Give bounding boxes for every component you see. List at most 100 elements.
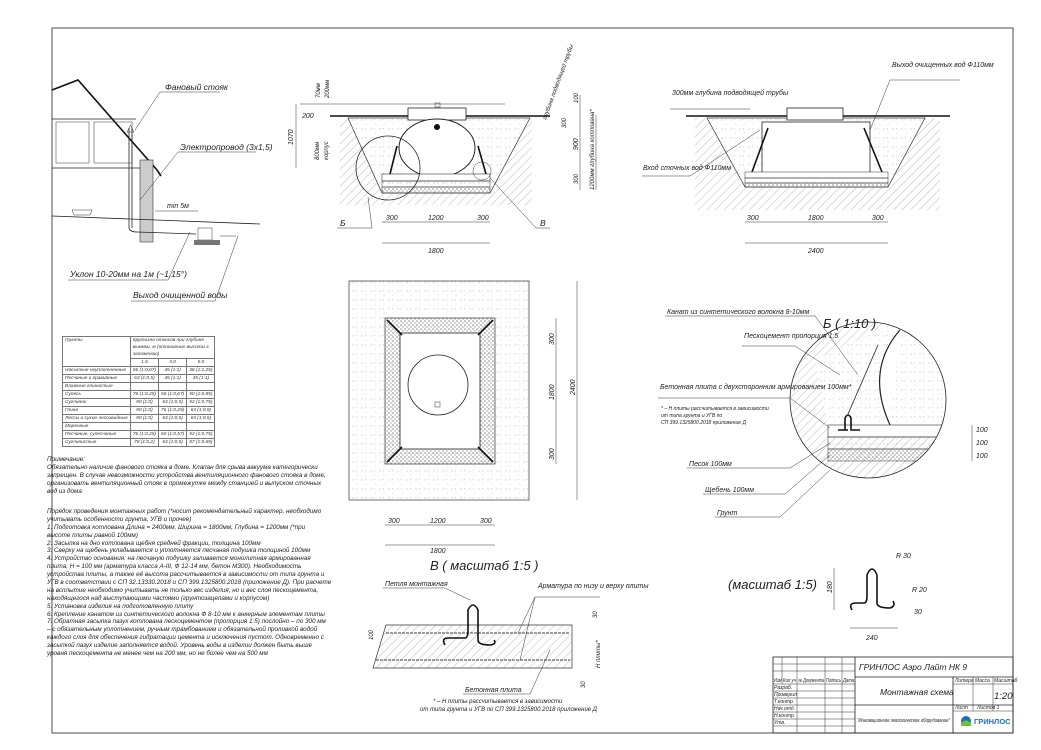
col-date: Дата [842,678,854,684]
role: Нач.отд. [774,706,795,712]
vent-stack-label: Фановый стояк [165,82,229,92]
dim-bottom: 300 [549,448,556,460]
depth-col: 1.5 [129,358,160,367]
callout-b: Б [340,218,346,228]
soil-name: Лессы и сухие лессовидные [62,414,131,423]
slope-value: 90 (1:0) [129,406,160,415]
slope-value: 53 (1:0,75) [186,430,216,439]
slope-value [186,422,216,431]
organization: "Инновационное экологическое оборудовани… [857,718,950,724]
dim-total-vertical: 2400 [570,379,577,396]
product-name: ГРИНЛОС Аэро Лайт НК 9 [859,662,967,672]
clean-outlet-label: Выход очищенной воды [133,290,228,300]
slope-value: 76 (1:0,25) [158,406,188,415]
slope-value: 76 (1:0,25) [129,430,160,439]
procedure-line: плита, H = 100 мм (арматура класса А-III… [47,563,302,571]
procedure-line: 4. Устройство основания: на песчаную под… [47,555,311,563]
slope-value [158,382,188,391]
slope-value: 63 (1:0,5) [129,374,160,383]
procedure-line: каждого слоя для обеспечения гидратации … [47,634,324,642]
cross-section-long: Выход очищенных вод Ф110мм 300мм глубина… [642,61,994,255]
slab-label: Бетонная плита с двухсторонним армирован… [660,383,852,391]
dim-top: 300 [549,333,556,345]
slope-value: 78 (1:0,2) [129,438,160,447]
slab-height-label: H плиты* [596,640,602,668]
sand-cement-label: Пескоцемент пропорция 1:5 [744,333,838,340]
sheet-title: Монтажная схема [880,687,954,697]
dim-800mm: 800мм [315,142,321,160]
dim-total: 2400 [807,248,824,255]
procedure-line: 1. Подготовка котлована Длина = 2400мм, … [47,523,306,531]
slope-value: 63 (1:0,5) [158,438,188,447]
slope-value: 60 (1:0,57) [158,430,188,439]
detail-v: В ( масштаб 1:5 ) Петля монтажная Армату… [369,558,649,713]
detail-v-title: В ( масштаб 1:5 ) [430,558,539,573]
dim-30-top: 30 [593,611,599,618]
procedure-line: 7. Обратная засыпка пазух котлована песк… [47,618,326,626]
dim-total: 1800 [428,248,444,255]
house-scheme: Фановый стояк Электропровод (3х1,5) min … [51,79,273,302]
dim-left: 300 [386,215,398,222]
rope-label: Канат из синтетического волокна 8-10мм [667,309,809,316]
scale-label: Масштаб [994,678,1018,684]
slope-value [158,422,188,431]
loop-detail-title: (масштаб 1:5) [728,577,817,592]
table-row: Влажные глинистые [62,382,216,391]
procedure-line: устройства плиты, а также её высота расс… [47,571,325,579]
height-180: 180 [827,581,834,593]
slope-value: 38 (1:1,25) [186,366,216,375]
width-240: 240 [865,635,878,642]
col-count: Кол.уч [783,678,796,684]
dim-right: 300 [872,215,884,222]
soil-label: Грунт [717,510,738,517]
radius-30: R 30 [896,553,911,560]
procedure-line: уровня пескоцемента не менее чем на 200 … [47,650,268,658]
soil-slope-table: Грунты Крутизна откосов при глубине выем… [62,336,216,447]
dim-right: 300 [477,215,489,222]
plan-view: 300 1200 300 1800 300 1800 300 2400 [348,280,578,555]
dim-300-top: 300 [562,117,568,128]
procedure-line: 3. Сверху на щебень укладывается и уплот… [47,547,311,555]
dim-sand: 100 [976,440,988,447]
note-line: вод из дома [47,487,82,495]
logo-text: ГРИНЛОС [974,717,1011,726]
procedure-line: на всплытие необходимо учитывать не толь… [47,586,319,594]
role: Утв. [774,720,785,726]
role: Проверил [774,692,797,698]
radius-20: R 20 [912,587,927,594]
col-signature: Подпись [826,678,841,684]
dim-left: 300 [747,215,759,222]
dim-mid: 1200 [430,518,446,525]
slab-label: Бетонная плита [465,687,522,694]
dim-slab: 100 [976,427,988,434]
rebar-label: Арматура по низу и верху плиты [537,583,649,590]
sheets-label: Листов 1 [976,705,1000,711]
note-title: Примечание: [47,456,86,463]
slope-value: 57 (1:0,65) [186,438,216,447]
slope-value: 50 (1:0,85) [186,390,216,399]
col-document: № Документа [798,678,824,684]
note-line: запрещен. В случае невозможности устройс… [47,471,326,479]
depth-col: 5.0 [186,358,216,367]
dim-right: 300 [480,518,492,525]
title-block: Изм Кол.уч № Документа Подпись Дата Разр… [772,656,1018,734]
drawing-frame [51,27,1014,734]
slope-value: 76 (1:0,25) [129,390,160,399]
dim-100: 100 [369,629,375,640]
procedure-line: Порядок проведения монтажных работ (*нос… [47,508,322,515]
slope-value: 53 (1:0,75) [186,398,216,407]
procedure-line: УГВ в соответствии с СП 32.13330.2018 и … [47,579,332,587]
slope-value: 63 (1:0,5) [158,398,188,407]
slope-value [129,422,160,431]
procedure-line: 6. Крепление канатом из синтетического в… [47,610,325,618]
slope-value: 90 (1:0) [129,398,160,407]
procedure-line: – с обязательным уплотнением, ручным тра… [47,626,318,634]
dim-mid-vertical: 1800 [549,384,556,400]
dim-100: 100 [574,92,580,103]
slope-value: 63 (1:0,5) [186,406,216,415]
